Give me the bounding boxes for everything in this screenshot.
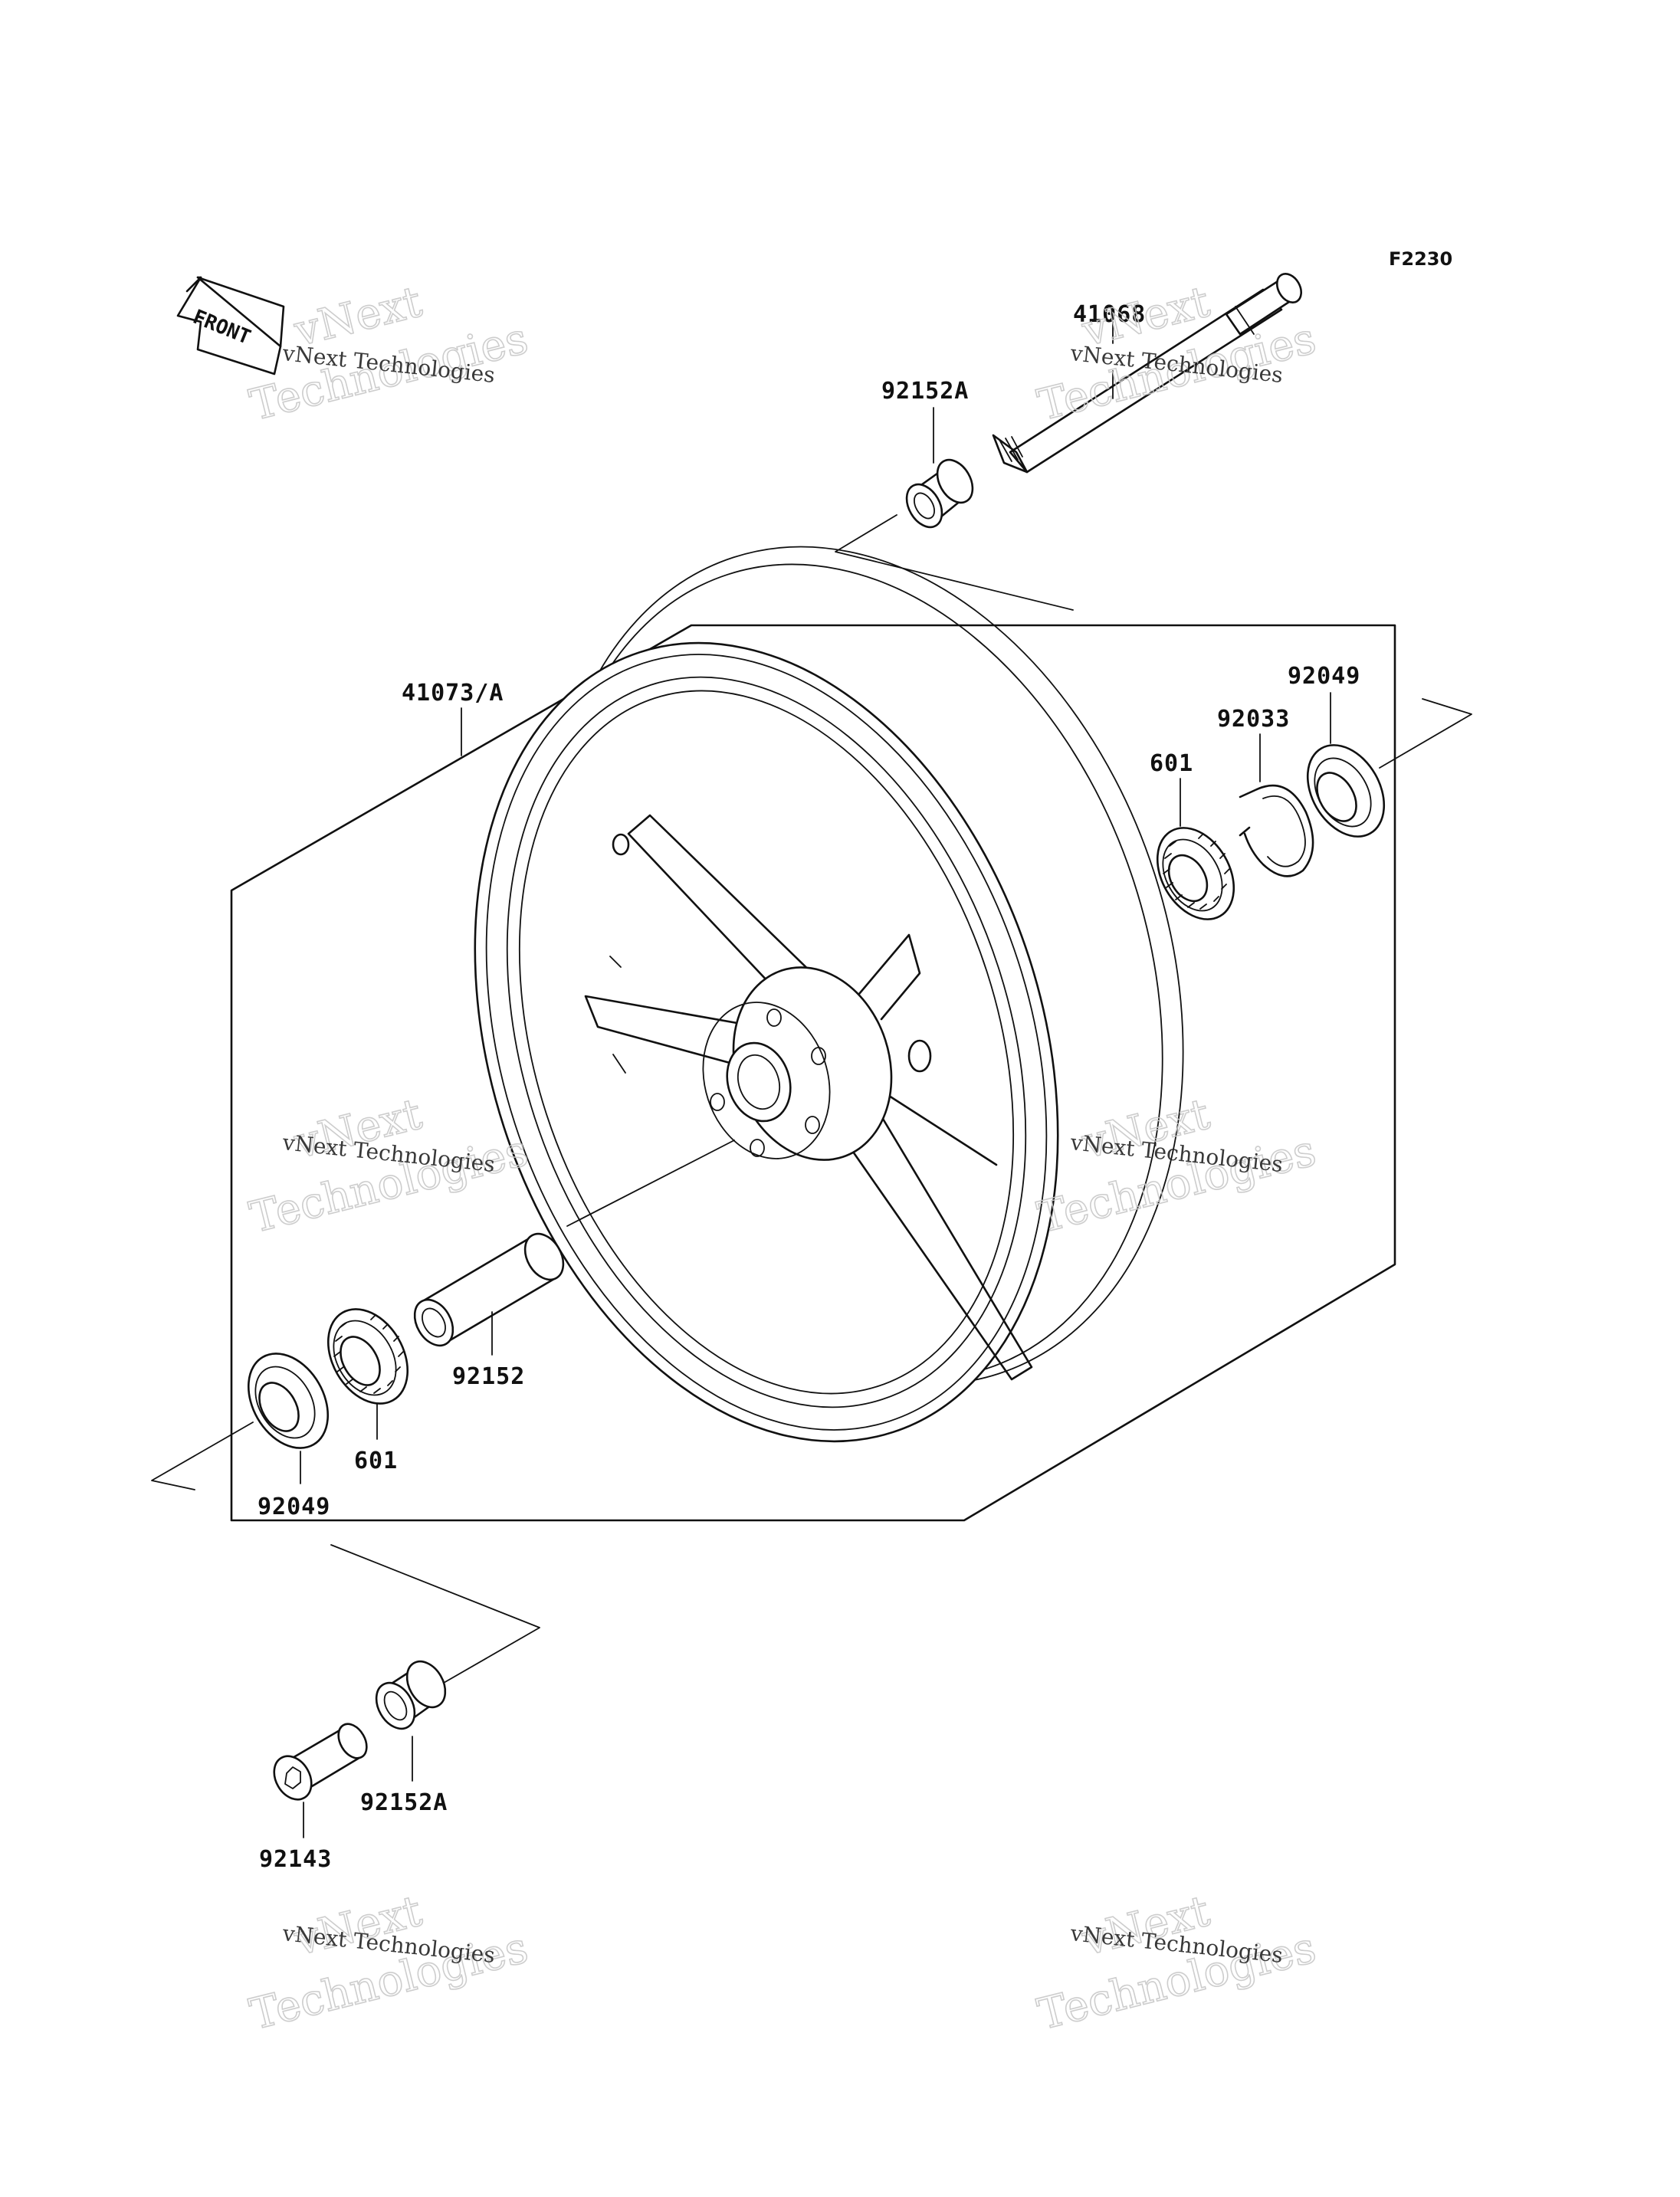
label-92152A-top: 92152A bbox=[881, 378, 969, 405]
label-601-right: 601 bbox=[1150, 750, 1193, 777]
label-92143: 92143 bbox=[259, 1846, 332, 1873]
wheel-part bbox=[474, 546, 1184, 1443]
bearing-left-part bbox=[326, 1308, 409, 1405]
label-92049-right: 92049 bbox=[1288, 663, 1360, 690]
label-92033: 92033 bbox=[1217, 706, 1290, 733]
collar-top-part bbox=[905, 458, 974, 529]
circlip-part bbox=[1239, 784, 1314, 877]
spacer-part bbox=[413, 1232, 565, 1347]
label-92152A-bottom: 92152A bbox=[360, 1789, 448, 1816]
label-41068: 41068 bbox=[1073, 301, 1146, 328]
axle-part bbox=[992, 273, 1303, 474]
front-arrow-icon: FRONT bbox=[176, 276, 285, 375]
label-92049-left: 92049 bbox=[258, 1494, 330, 1520]
diagram-code: F2230 bbox=[1389, 248, 1452, 270]
bolt-part bbox=[273, 1723, 368, 1801]
label-41073A: 41073/A bbox=[402, 680, 504, 707]
label-92152: 92152 bbox=[452, 1363, 525, 1390]
label-601-left: 601 bbox=[354, 1448, 398, 1474]
bearing-right-part bbox=[1156, 827, 1235, 920]
collar-bottom-part bbox=[375, 1660, 447, 1730]
seal-left-part bbox=[247, 1353, 330, 1449]
seal-right-part bbox=[1306, 744, 1386, 838]
